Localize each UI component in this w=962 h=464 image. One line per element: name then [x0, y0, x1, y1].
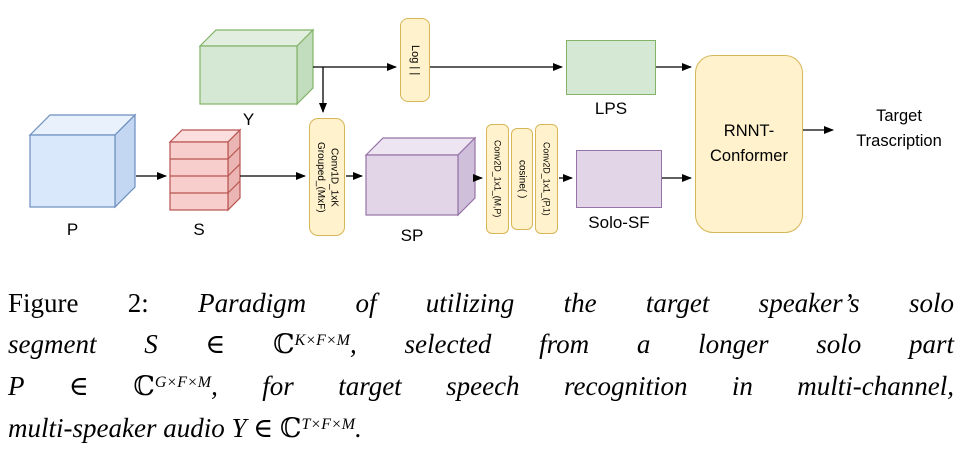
superscript-tfm: T×F×M: [301, 416, 356, 433]
s-stack: [168, 128, 242, 212]
log-magnitude-label: Log | |: [409, 44, 421, 76]
grouped-conv-label-line2: Conv1D_1xK: [328, 147, 340, 207]
conv2d-p1-label: Conv2D_1x1_(P,1): [541, 142, 552, 216]
superscript-kfm: K×F×M: [294, 332, 351, 349]
p-label: P: [66, 220, 79, 239]
rnnt-conformer-block: RNNT- Conformer: [695, 55, 803, 233]
target-transcription-line2: Trascription: [856, 131, 942, 150]
y-label: Y: [242, 110, 255, 129]
element-of-symbol: ∈: [253, 413, 274, 444]
conv2d-mp-block: Conv2D_1x1_(M,P): [486, 124, 509, 234]
solo-sf-block: [576, 150, 662, 208]
lps-label: LPS: [594, 99, 628, 118]
complex-set-symbol: ℂ: [133, 371, 155, 402]
p-cube: [28, 113, 137, 209]
caption-line-4: multi-speaker audio Y ∈ ℂT×F×M.: [8, 413, 362, 444]
math-var-p: P: [8, 371, 25, 401]
sp-box: [364, 136, 477, 217]
sp-label: SP: [400, 226, 424, 245]
solo-sf-label: Solo-SF: [588, 213, 650, 232]
complex-set-symbol: ℂ: [280, 413, 302, 444]
target-transcription-line1: Target: [876, 107, 922, 125]
log-magnitude-block: Log | |: [400, 18, 430, 102]
lps-block: [566, 40, 656, 95]
element-of-symbol: ∈: [205, 329, 226, 360]
caption-line-2: segment S ∈ ℂK×F×M, selected from a long…: [8, 329, 955, 360]
conv2d-p1-block: Conv2D_1x1_(P,1): [535, 124, 558, 234]
s-label: S: [193, 220, 205, 239]
figure-number: Figure 2:: [8, 288, 149, 318]
grouped-conv-block: Grouped_(MxF) Conv1D_1xK: [309, 118, 345, 236]
rnnt-label-line1: RNNT-: [723, 122, 775, 141]
grouped-conv-label-line1: Grouped_(MxF): [315, 141, 326, 213]
superscript-gfm: G×F×M: [154, 374, 212, 391]
caption-line-3: P ∈ ℂG×F×M, for target speech recognitio…: [8, 371, 955, 402]
math-var-s: S: [144, 329, 158, 359]
figure-diagram: Log | | Grouped_(MxF) Conv1D_1xK Conv2D_…: [28, 18, 962, 245]
target-transcription-text: Target Trascription: [836, 104, 962, 154]
y-box: [198, 28, 315, 106]
conv2d-mp-label: Conv2D_1x1_(M,P): [492, 140, 503, 218]
cosine-block: cosine( ): [511, 128, 533, 230]
cosine-label: cosine( ): [516, 159, 528, 199]
element-of-symbol: ∈: [68, 371, 89, 402]
rnnt-label-line2: Conformer: [710, 147, 788, 165]
complex-set-symbol: ℂ: [273, 329, 295, 360]
math-var-y: Y: [231, 413, 247, 443]
figure-caption: Figure 2: Paradigm of utilizing the targ…: [8, 284, 954, 448]
caption-line-1: Figure 2: Paradigm of utilizing the targ…: [8, 288, 954, 318]
diagram-shapes-and-arrows: [28, 28, 834, 217]
